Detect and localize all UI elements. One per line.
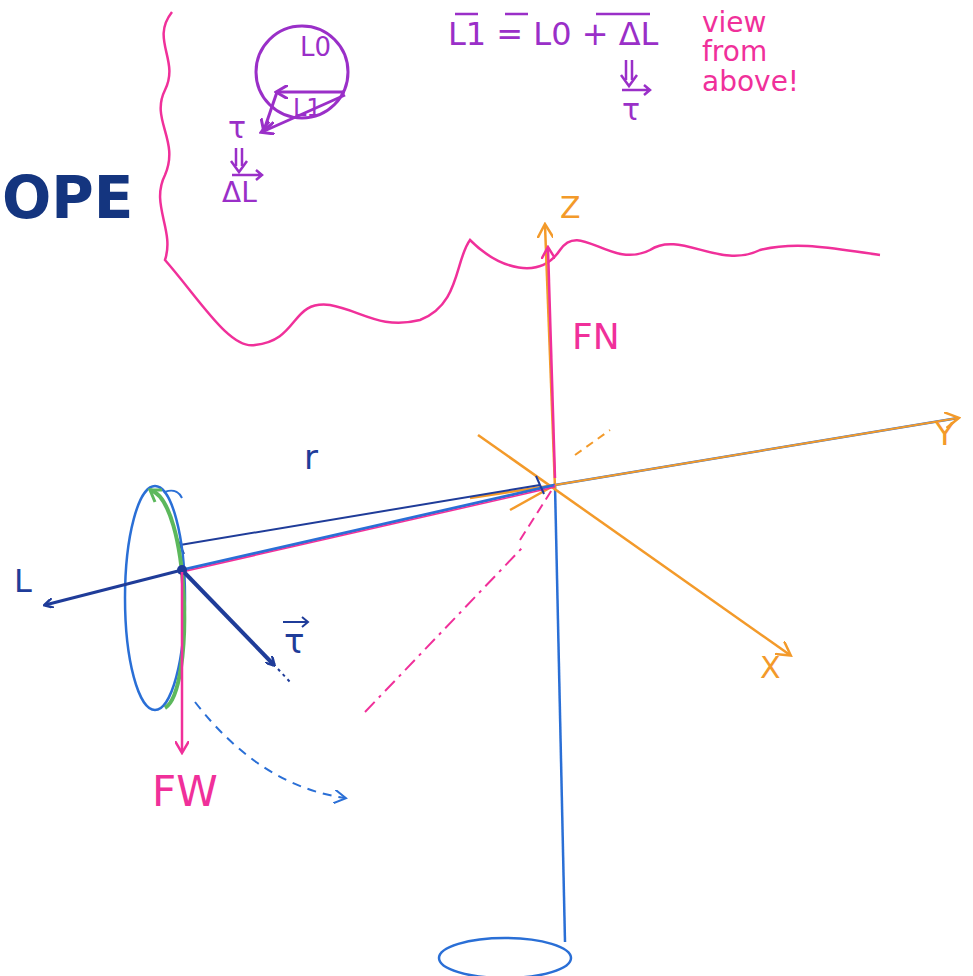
vector-label: L xyxy=(14,565,32,599)
axis-label: X xyxy=(760,652,781,684)
axis-label: Y xyxy=(935,418,955,452)
axis-label: Z xyxy=(560,192,581,224)
vector-label: τ xyxy=(284,624,304,660)
vector-label: L1 xyxy=(293,96,322,121)
vector-label: L0 xyxy=(300,34,331,61)
force-label: FW xyxy=(152,770,218,814)
heading-fragment: OPE xyxy=(2,168,133,229)
vector-label: τ xyxy=(228,112,246,144)
equation: L1 = L0 + ΔL xyxy=(448,18,658,52)
force-label: FN xyxy=(572,318,620,356)
note: view from above! xyxy=(702,8,822,96)
dimension-label: r xyxy=(304,440,318,476)
vector-label: ΔL xyxy=(222,178,257,207)
thought-cloud xyxy=(160,12,880,345)
vector-label: τ xyxy=(622,94,640,126)
